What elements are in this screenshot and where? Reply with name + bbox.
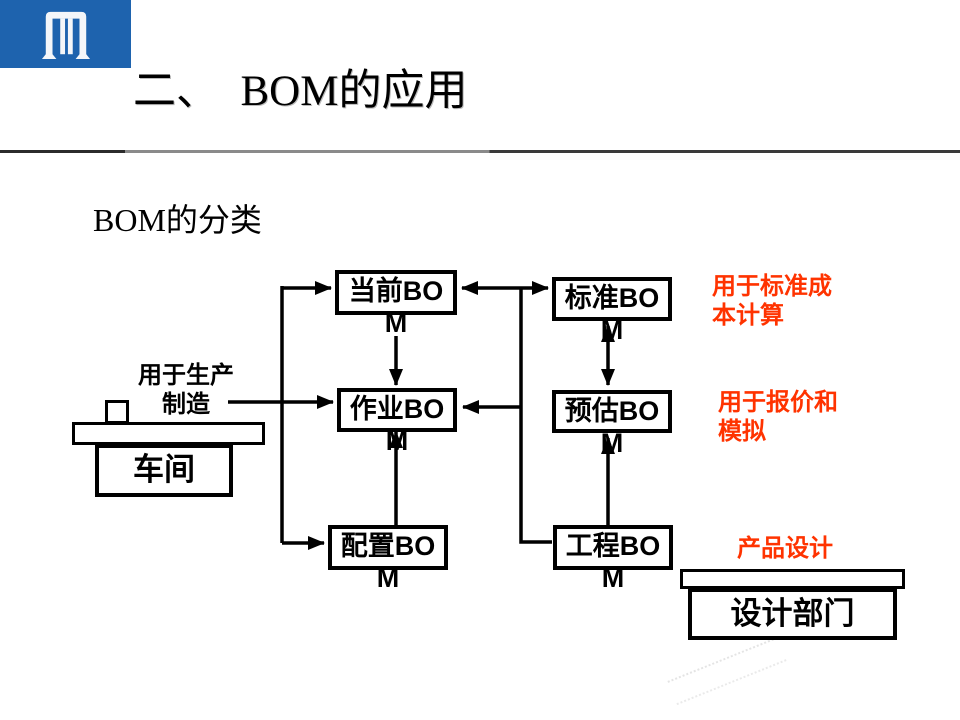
workshop-chimney-shape xyxy=(105,400,129,424)
label-standard-cost: 用于标准成本计算 xyxy=(712,273,832,329)
title-divider xyxy=(0,150,960,153)
label-production-use: 用于生产制造 xyxy=(138,362,234,418)
workshop-box: 车间 xyxy=(95,444,233,497)
page-title: 二、 BOM的应用 xyxy=(133,68,468,115)
watermark xyxy=(667,636,787,706)
label-product-design: 产品设计 xyxy=(737,535,833,562)
box-current-bom: 当前BOM xyxy=(335,270,457,338)
box-standard-bom: 标准BOM xyxy=(552,277,672,345)
arch-monument-icon xyxy=(41,11,90,60)
box-estimate-bom: 预估BOM xyxy=(552,390,672,458)
section-subtitle: BOM的分类 xyxy=(93,202,262,238)
box-operation-bom: 作业BOM xyxy=(337,388,457,456)
box-current-bom-label: 当前BOM xyxy=(348,276,444,338)
box-standard-bom-label: 标准BOM xyxy=(564,283,660,345)
box-config-bom-label: 配置BOM xyxy=(340,531,436,593)
workshop-label: 车间 xyxy=(133,452,195,487)
workshop-desk-top xyxy=(72,422,265,445)
box-operation-bom-label: 作业BOM xyxy=(349,394,445,456)
box-config-bom: 配置BOM xyxy=(328,525,448,593)
box-engineering-bom-label: 工程BOM xyxy=(565,531,661,593)
box-estimate-bom-label: 预估BOM xyxy=(564,396,660,458)
design-dept-desk-top xyxy=(680,569,905,589)
design-dept-box: 设计部门 xyxy=(688,588,897,640)
company-logo xyxy=(0,0,131,68)
design-dept-label: 设计部门 xyxy=(730,596,855,631)
edge-engineering-junction xyxy=(519,288,552,544)
label-quotation: 用于报价和模拟 xyxy=(718,389,838,445)
box-engineering-bom: 工程BOM xyxy=(553,525,673,593)
